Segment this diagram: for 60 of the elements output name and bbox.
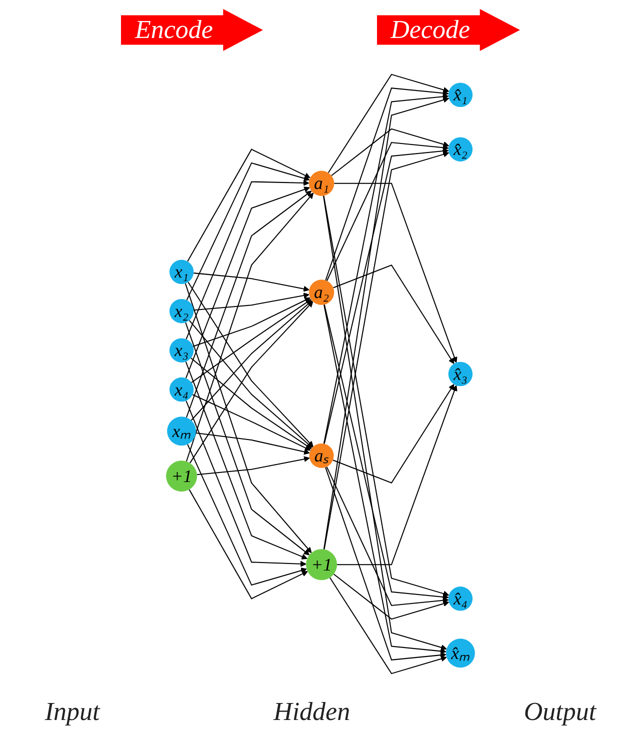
arrow [326, 466, 449, 606]
arrow [333, 264, 454, 364]
arrow [186, 179, 310, 339]
arrow [325, 87, 449, 280]
arrow [194, 292, 310, 310]
arrow [192, 394, 311, 450]
arrow [324, 304, 449, 600]
node-circle: xₘ [167, 416, 196, 446]
arrow [328, 73, 450, 173]
layer-label: Output [524, 697, 596, 727]
arrow [337, 384, 458, 565]
arrow [332, 383, 454, 484]
node-circle: x₁ [169, 259, 194, 284]
arrow [323, 304, 446, 654]
arrow [190, 357, 312, 449]
arrow [334, 182, 458, 362]
arrow [187, 444, 307, 586]
node-circle: x̂₄ [448, 586, 473, 610]
layer-label: Input [44, 697, 100, 727]
arrow [325, 466, 446, 660]
node-circle: a₁ [308, 170, 334, 196]
arrow [184, 282, 312, 553]
arrow [194, 272, 310, 292]
arrow [326, 142, 449, 281]
arrow [331, 128, 450, 176]
node-circle: x̂₃ [448, 361, 473, 386]
arrow [185, 360, 308, 559]
arrow [187, 148, 310, 262]
arrow [192, 296, 310, 346]
arrow [333, 573, 450, 620]
arrow [329, 576, 447, 674]
node-circle: aₛ [309, 442, 334, 468]
arrow [188, 488, 308, 599]
node-circle: x₃ [169, 338, 194, 362]
node-circle: +1 [166, 460, 198, 492]
node-circle: x₄ [169, 376, 194, 402]
arrow [196, 456, 310, 475]
arrow [190, 300, 312, 420]
arrow [186, 162, 310, 300]
arrow [324, 148, 449, 444]
arrow [190, 300, 314, 463]
arrow-label: Decode [376, 9, 520, 51]
node-circle: x̂₁ [448, 82, 473, 106]
node-circle: x̂ₘ [446, 638, 475, 668]
arrow [185, 186, 310, 378]
arrow [186, 190, 312, 418]
node-circle: a₂ [308, 279, 334, 304]
arrow [191, 298, 312, 382]
arrow [196, 432, 310, 454]
node-circle: x̂₂ [448, 136, 473, 161]
node-circle: +1 [306, 548, 338, 580]
arrow [323, 93, 449, 444]
node-circle: x₂ [169, 298, 194, 323]
arrow [188, 281, 314, 447]
arrow [186, 400, 306, 566]
layer-label: Hidden [274, 697, 350, 727]
arrow [186, 192, 314, 462]
arrow [188, 320, 313, 448]
arrow [185, 322, 310, 555]
arrow-label: Encode [120, 9, 263, 51]
